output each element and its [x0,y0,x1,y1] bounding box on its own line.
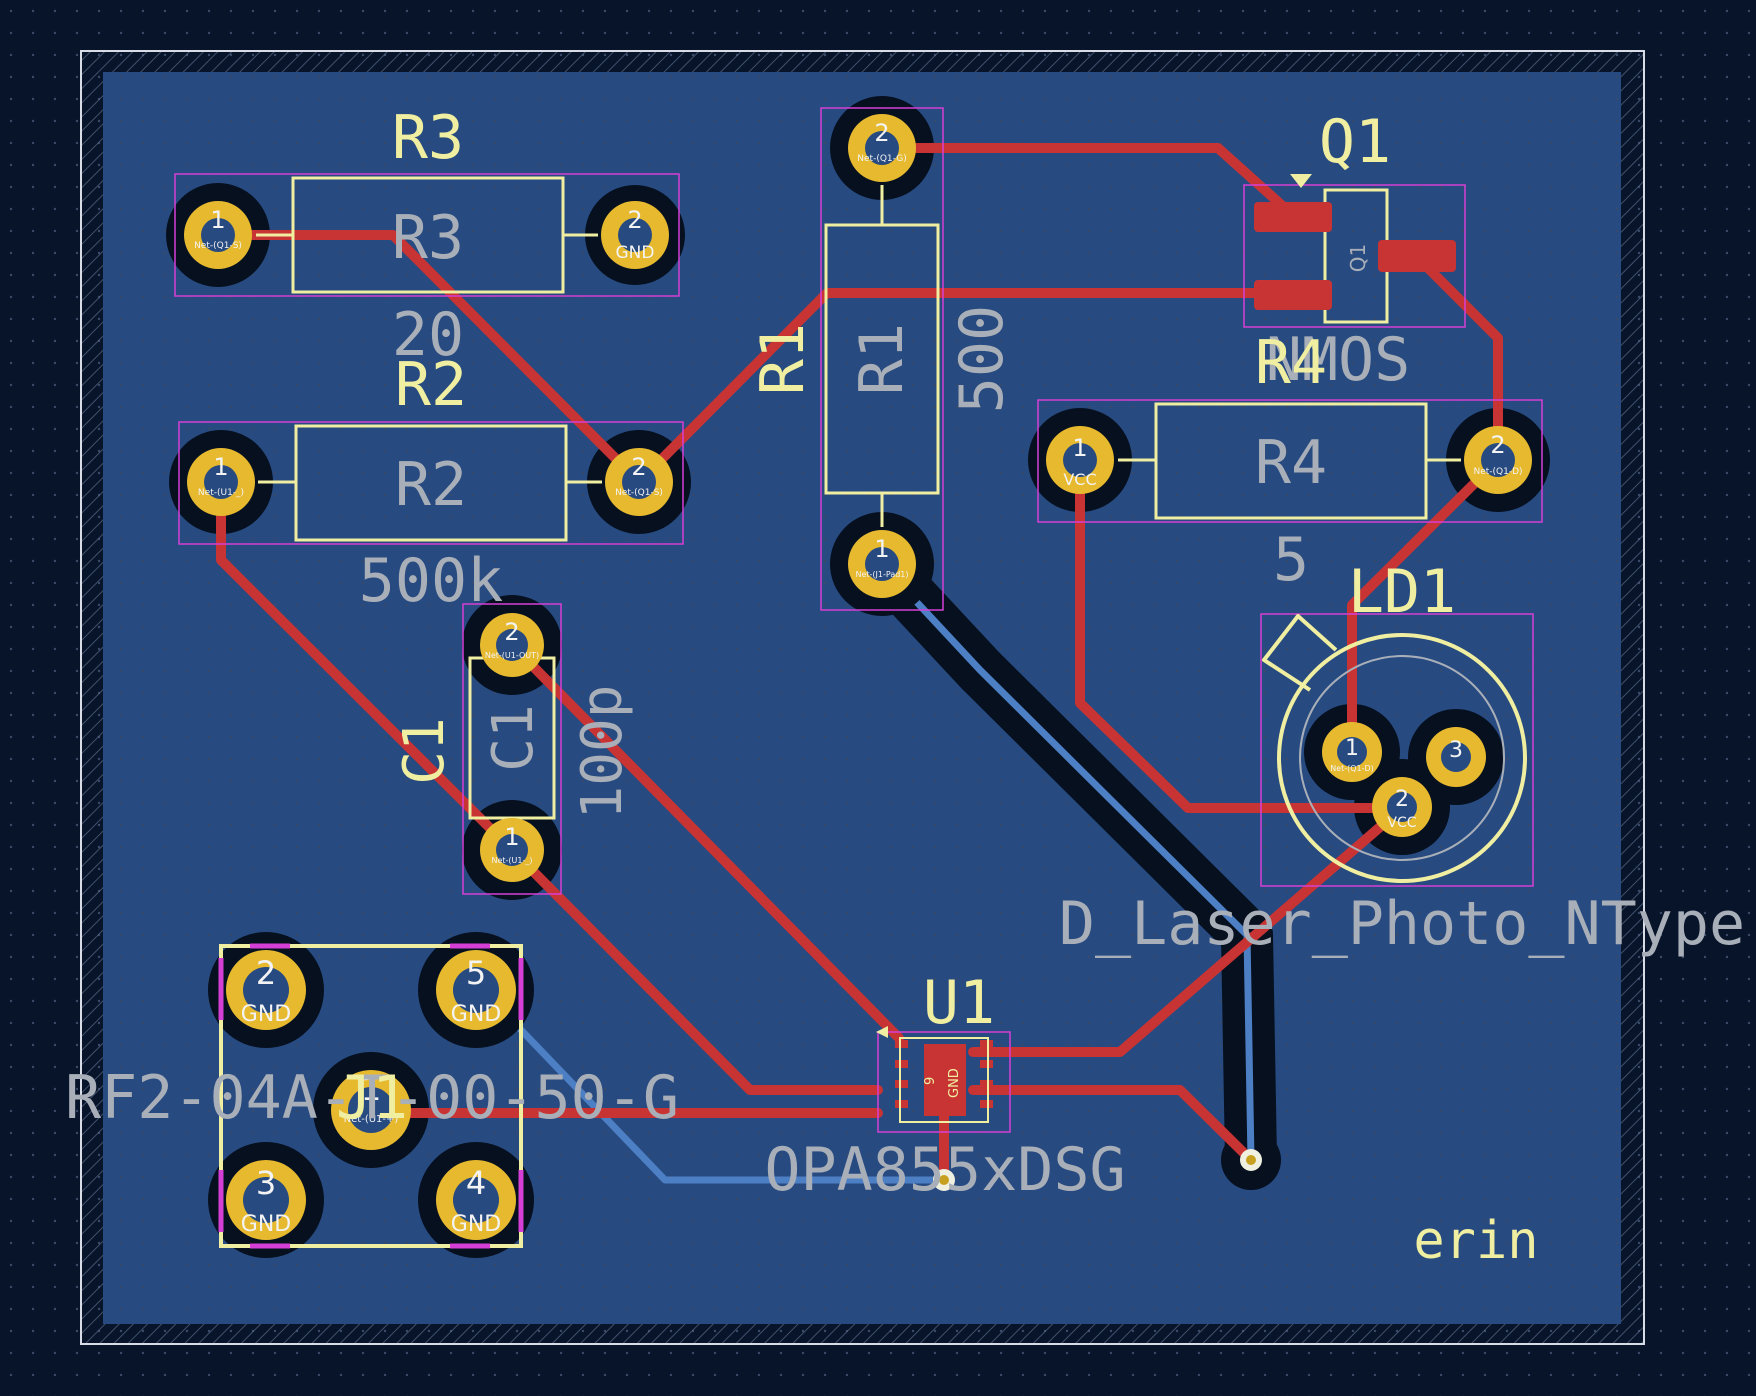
silk-refs: R3 R2 R1 Q1 R4 LD1 C1 U1 J1 erin [336,103,1539,1271]
vias[interactable] [933,1149,1262,1191]
c1-pad-2 [480,613,544,677]
r3-ref: R3 [392,103,464,173]
r2-pad2-net: Net-(Q1-S) [615,488,663,498]
q1-value: NMOS [1266,325,1411,395]
r1-pad-2 [848,114,916,182]
ld1-ref: LD1 [1348,557,1456,627]
c1-pad2-number: 2 [504,618,519,646]
r2-ref: R2 [395,350,467,420]
ld1-pad3-number: 3 [1449,738,1463,763]
j1-pad5-number: 5 [466,954,486,992]
ld1-pad1-number: 1 [1345,736,1359,761]
r1-pad2-number: 2 [874,119,889,147]
u1-ep-number: 9 [923,1077,938,1085]
u1-package[interactable]: 9 GND [876,1026,1011,1133]
q1-body-label: Q1 [1346,244,1370,272]
r1-footprint[interactable] [820,107,944,611]
j1-pad-4 [436,1160,516,1240]
j1-pad2-net: GND [241,1002,291,1027]
u1-ep-net: GND [947,1068,962,1098]
board-outline[interactable] [80,50,1645,1345]
r2-pad-1 [187,448,255,516]
r4-pad2-number: 2 [1490,431,1505,459]
j1-pad3-net: GND [241,1212,291,1237]
ld1-pad-3 [1426,727,1486,787]
r2-footprint[interactable] [178,421,684,545]
ld1-pad2-number: 2 [1395,787,1409,812]
c1-pad1-net: Net-(U1-_) [491,856,532,865]
r3-footprint[interactable] [174,173,680,297]
r3-body-label: R3 [392,203,464,273]
r1-pad-1 [848,530,916,598]
j1-footprint[interactable] [218,943,524,1249]
u1-ref: U1 [923,968,995,1038]
r3-pad2-number: 2 [627,206,642,234]
c1-pad1-number: 1 [504,823,519,851]
pads[interactable] [184,114,1532,1240]
r4-pad1-number: 1 [1072,434,1087,462]
r2-pad-2 [605,448,673,516]
j1-pad1-number: 1 [361,1070,381,1108]
ld1-footprint[interactable] [1260,613,1534,887]
r4-pad-2 [1464,426,1532,494]
j1-pad4-net: GND [451,1212,501,1237]
r4-pad-1 [1046,426,1114,494]
r1-value: 500 [947,305,1017,413]
q1-footprint[interactable]: Q1 [1243,174,1466,328]
c1-ref: C1 [392,717,457,784]
r3-pad-1 [184,201,252,269]
j1-pad-1 [331,1070,411,1150]
j1-pad4-number: 4 [466,1164,486,1202]
r4-pad1-net: VCC [1063,470,1096,489]
ld1-pad2-net: VCC [1387,815,1416,831]
r1-pad1-net: Net-(J1-Pad1) [855,570,908,579]
r3-pad1-number: 1 [210,206,225,234]
j1-pad-3 [226,1160,306,1240]
u1-value: OPA855xDSG [764,1135,1125,1205]
j1-pad2-number: 2 [256,954,276,992]
r2-pad2-number: 2 [631,453,646,481]
r1-body-label: R1 [847,323,917,395]
j1-pad-5 [436,950,516,1030]
fab-labels: R3 20 R2 500k R1 500 R4 5 NMOS C1 100p D… [65,203,1745,1205]
r1-pad1-number: 1 [874,535,889,563]
j1-pad1-net: Net-(U1-+) [344,1114,399,1125]
q1-ref: Q1 [1319,107,1391,177]
pad-labels: 1 Net-(Q1-S) 2 GND 1 Net-(U1-_) 2 Net-(Q… [194,119,1522,1237]
j1-ref: J1 [336,1063,408,1133]
ld1-pad1-net: Net-(Q1-D) [1330,764,1374,773]
r1-ref: R1 [748,323,818,395]
ld1-pad-1 [1322,722,1382,782]
j1-pad3-number: 3 [256,1164,276,1202]
r2-pad1-number: 1 [213,453,228,481]
r2-body-label: R2 [395,450,467,520]
ld1-value: D_Laser_Photo_NType [1059,889,1745,959]
r4-ref: R4 [1255,328,1327,398]
r2-pad1-net: Net-(U1-_) [198,488,244,498]
r2-value: 500k [359,546,504,616]
ld1-pad-2 [1372,777,1432,837]
r3-pad-2 [601,201,669,269]
r4-value: 5 [1273,525,1309,595]
r3-pad2-net: GND [616,243,655,263]
c1-body-label: C1 [481,704,546,771]
r4-footprint[interactable] [1037,399,1543,523]
c1-pad2-net: Net-(U1-OUT) [485,651,539,660]
author-label: erin [1413,1211,1538,1271]
c1-pad-1 [480,818,544,882]
j1-pad-2 [226,950,306,1030]
r1-pad2-net: Net-(Q1-G) [857,154,906,164]
r4-body-label: R4 [1255,428,1327,498]
c1-value: 100p [570,685,635,820]
r3-value: 20 [392,300,464,370]
r4-pad2-net: Net-(Q1-D) [1473,467,1522,477]
r3-pad1-net: Net-(Q1-S) [194,241,242,251]
j1-value: RF2-04A-T-00-50-G [65,1063,679,1133]
j1-pad5-net: GND [451,1002,501,1027]
